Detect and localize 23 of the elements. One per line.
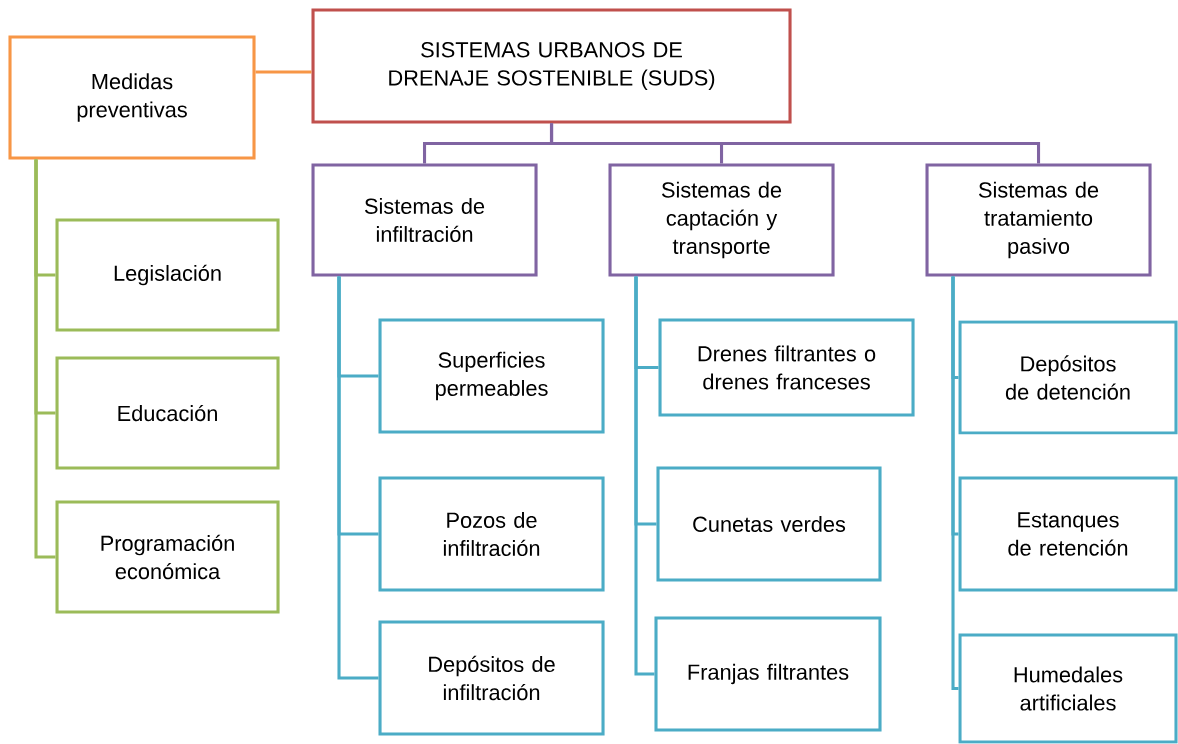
item-box: Depósitos de infiltración — [378, 620, 605, 736]
connector-line — [634, 276, 655, 676]
category-box: Sistemas de infiltración — [311, 163, 538, 277]
item-box: Depósitos de detención — [958, 320, 1178, 435]
item-box: Humedales artificiales — [958, 633, 1178, 744]
item-box: Programación económica — [55, 500, 280, 614]
item-box: Cunetas verdes — [656, 466, 882, 582]
connector-line — [337, 276, 379, 680]
connector-line — [550, 123, 1041, 164]
item-box: Educación — [55, 356, 280, 470]
connector-line — [951, 276, 959, 691]
item-box: Estanques de retención — [958, 476, 1178, 592]
category-box: Medidas preventivas — [8, 35, 256, 160]
item-box: Franjas filtrantes — [654, 616, 882, 732]
title-box: SISTEMAS URBANOS DE DRENAJE SOSTENIBLE (SUDS) — [311, 8, 792, 124]
connector-line — [255, 70, 312, 74]
connector-line — [34, 159, 56, 559]
category-box: Sistemas de captación y transporte — [608, 163, 835, 277]
item-box: Pozos de infiltración — [378, 476, 605, 592]
item-box: Superficies permeables — [378, 318, 605, 434]
item-box: Legislación — [55, 218, 280, 332]
category-box: Sistemas de tratamiento pasivo — [925, 163, 1152, 277]
item-box: Drenes filtrantes o drenes franceses — [658, 318, 915, 417]
